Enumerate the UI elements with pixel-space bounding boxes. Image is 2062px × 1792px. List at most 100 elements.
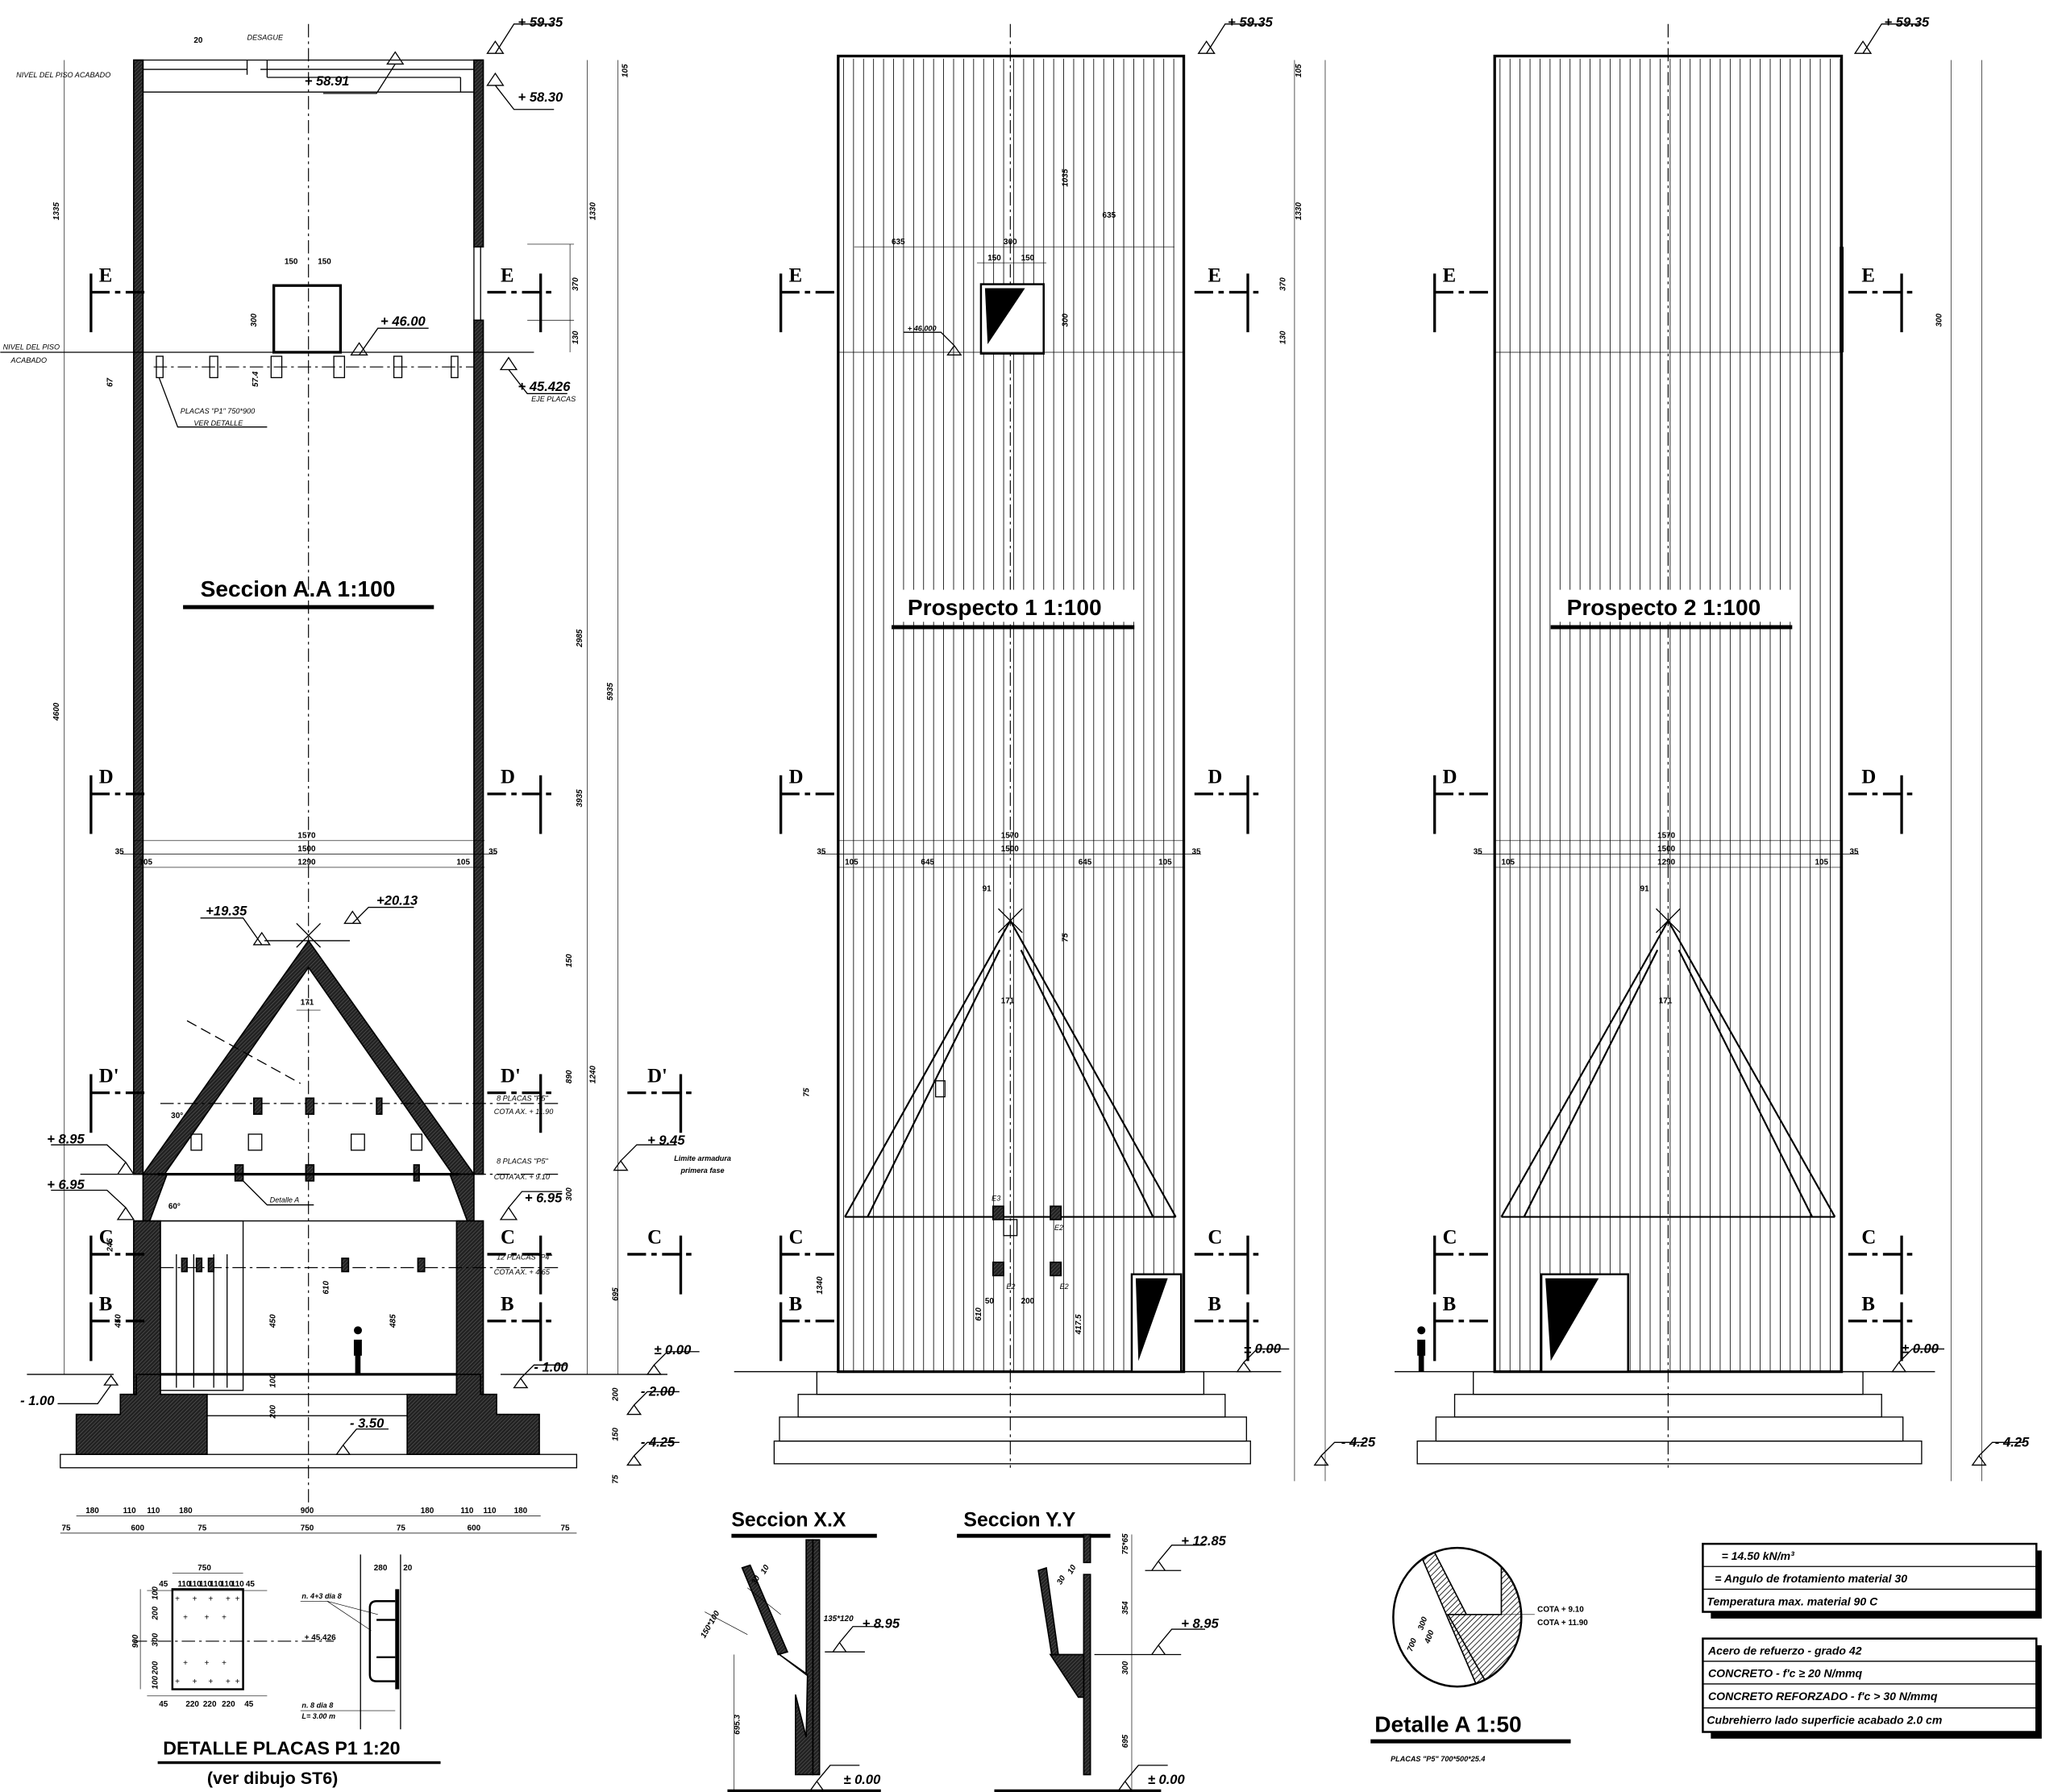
- limite-note: primera fase: [680, 1166, 724, 1175]
- svg-text:91: 91: [983, 885, 992, 894]
- hopper-wall: [1037, 1566, 1059, 1656]
- section-marker-label: B: [789, 1293, 803, 1315]
- dim-label: 635: [892, 238, 905, 247]
- hopper-wall: [741, 1564, 789, 1656]
- svg-text:110: 110: [123, 1507, 136, 1516]
- section-marker-e: E: [1848, 264, 1915, 333]
- dim-label: 1290: [297, 859, 316, 867]
- svg-text:180: 180: [85, 1507, 99, 1516]
- elevation-label: + 6.95: [47, 1177, 85, 1192]
- elevation-label: - 1.00: [534, 1360, 568, 1375]
- dim-label: 1335: [52, 202, 61, 221]
- section-marker-d: D: [1848, 767, 1915, 834]
- svg-text:110: 110: [231, 1580, 244, 1589]
- section-marker-d: D: [487, 767, 555, 834]
- svg-text:35: 35: [817, 847, 826, 856]
- opening-shading: [984, 288, 1025, 345]
- dim-label: 400: [1423, 1629, 1436, 1646]
- elevation-marker: [486, 72, 555, 110]
- section-marker-label: B: [1208, 1293, 1221, 1315]
- dim-label: 750: [197, 1564, 211, 1573]
- view-subtitle: PLACAS "P5" 700*500*25.4: [1391, 1755, 1485, 1763]
- view-title: Seccion Y.Y: [963, 1510, 1075, 1532]
- svg-text:300: 300: [1935, 313, 1944, 326]
- section-marker-d: D: [779, 767, 834, 834]
- right-wall-upper: [473, 59, 484, 248]
- dim-label: 280: [374, 1564, 388, 1573]
- elevation-marker: [200, 917, 271, 946]
- roof-slab: [133, 59, 484, 93]
- section-marker-label: E: [1861, 264, 1875, 286]
- dim-label: 695: [612, 1287, 621, 1301]
- rebar-loop: [368, 1600, 396, 1682]
- dim-label: 150: [285, 258, 298, 267]
- hopper-outline: [1500, 920, 1836, 1218]
- section-marker-d-prime: D': [89, 1065, 145, 1133]
- cone-windows: [190, 1133, 423, 1151]
- dim-label: 300: [1416, 1615, 1429, 1632]
- dimension-line: [1477, 840, 1860, 868]
- elevation-label: ± 0.00: [1902, 1341, 1939, 1356]
- section-marker-label: B: [1443, 1293, 1457, 1315]
- note-row: = Angulo de frotamiento material 30: [1715, 1572, 1907, 1585]
- dim-label: 30: [750, 1574, 762, 1586]
- elevation-label: + 59.35: [518, 15, 563, 30]
- svg-text:110: 110: [189, 1580, 202, 1589]
- elevation-label: ± 0.00: [654, 1342, 692, 1358]
- nivel-piso-label: NIVEL DEL PISO: [3, 343, 60, 351]
- dim-label: 300: [565, 1187, 574, 1201]
- elevation-marker: [1891, 1348, 1945, 1373]
- dim-label: 610: [975, 1308, 983, 1321]
- elevation-marker: [343, 906, 414, 925]
- dim-label: 5935: [606, 682, 615, 701]
- svg-text:645: 645: [921, 859, 934, 867]
- left-wall: [133, 59, 144, 1175]
- dim-label: 1330: [1295, 202, 1303, 221]
- note-row: Acero de refuerzo - grado 42: [1707, 1644, 1862, 1657]
- section-marker-label: D: [1861, 767, 1876, 788]
- dim-label: 35: [115, 847, 125, 856]
- stud-mark: +: [193, 1678, 197, 1686]
- dim-label: 1240: [589, 1066, 598, 1084]
- placas-note: COTA AX. + 9.10: [494, 1173, 550, 1181]
- svg-text:105: 105: [845, 859, 858, 867]
- p5-plates: [234, 1097, 420, 1182]
- section-marker-label: C: [647, 1227, 662, 1249]
- plate-detail: [934, 1080, 946, 1098]
- p1-plates: [156, 355, 459, 379]
- ring-beam: [448, 1173, 475, 1222]
- placas-note: COTA AX. + 4.65: [494, 1268, 551, 1276]
- dim-label: 75: [612, 1474, 621, 1484]
- section-marker-extra: D': [627, 1065, 695, 1133]
- dim-label: 300: [1121, 1661, 1130, 1674]
- elevation-label: + 6.95: [525, 1190, 563, 1205]
- dim-label: 50: [985, 1297, 995, 1306]
- cota-label: COTA + 11.90: [1537, 1619, 1588, 1628]
- svg-text:1570: 1570: [1001, 831, 1020, 840]
- section-marker-label: D': [99, 1065, 119, 1087]
- svg-text:110: 110: [484, 1507, 497, 1516]
- section-marker-e: E: [487, 264, 555, 333]
- elevation-marker: [1117, 1765, 1168, 1792]
- elevation-marker: [499, 1191, 563, 1220]
- detail-circle: [1392, 1546, 1523, 1688]
- top-dims: 45 110 110 110 110 110 110 45: [159, 1580, 255, 1589]
- elevation-marker: [626, 1391, 680, 1416]
- angle-label: 30°: [171, 1112, 183, 1121]
- dim-label: 35: [488, 847, 498, 856]
- svg-text:750: 750: [301, 1524, 314, 1533]
- svg-text:200: 200: [152, 1661, 160, 1675]
- svg-text:105: 105: [1158, 859, 1172, 867]
- dim-label: 890: [565, 1070, 574, 1083]
- placas-note: 8 PLACAS "P5": [497, 1157, 548, 1165]
- stud-mark: +: [183, 1613, 188, 1622]
- detalle-a-view: COTA + 9.10 COTA + 11.90 300 700 400 Det…: [1370, 1546, 1588, 1763]
- person-scale-figure: [353, 1326, 362, 1374]
- leader-line: [243, 1180, 314, 1206]
- svg-text:220: 220: [222, 1700, 235, 1709]
- placas-note: 8 PLACAS "P5": [497, 1095, 548, 1103]
- section-marker-label: C: [1208, 1227, 1222, 1249]
- elevation-label: - 3.50: [350, 1416, 385, 1431]
